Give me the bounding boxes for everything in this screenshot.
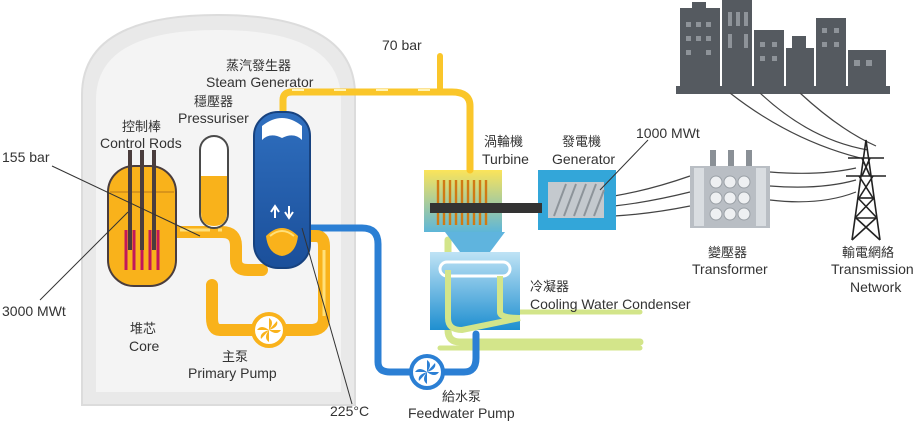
transmission-tower [846, 139, 886, 241]
label-control-rods-zh: 控制棒 [122, 120, 161, 135]
feedwater-pump [409, 354, 445, 390]
label-condenser-zh: 冷凝器 [530, 279, 569, 295]
label-control-rods-en: Control Rods [100, 135, 182, 151]
label-turbine-zh: 渦輪機 [484, 134, 523, 150]
label-feedwater-temp: 225°C [330, 403, 369, 419]
label-feedwater-pump-en: Feedwater Pump [408, 405, 515, 421]
label-condenser-en: Cooling Water Condenser [530, 296, 691, 312]
label-core-zh: 堆芯 [130, 322, 156, 337]
control-rods [128, 150, 156, 250]
label-steam-generator-zh: 蒸汽發生器 [226, 59, 291, 74]
pressuriser [199, 135, 229, 229]
label-electric-power: 1000 MWt [636, 125, 700, 141]
label-thermal-power: 3000 MWt [2, 303, 66, 319]
label-primary-pump-zh: 主泵 [222, 350, 248, 365]
transformer [690, 150, 770, 228]
label-steam-generator-en: Steam Generator [206, 74, 314, 90]
label-feedwater-pump-zh: 給水泵 [442, 390, 481, 405]
label-primary-pump-en: Primary Pump [188, 365, 277, 381]
feedwater-line [301, 224, 480, 376]
label-primary-pressure: 155 bar [2, 149, 50, 165]
city-skyline [676, 0, 890, 94]
label-steam-pressure: 70 bar [382, 37, 422, 53]
label-transformer-en: Transformer [692, 261, 768, 277]
primary-pump [251, 312, 287, 348]
label-generator-zh: 發電機 [562, 135, 601, 150]
turbine [424, 170, 502, 232]
steam-line [279, 53, 474, 174]
generator [538, 170, 616, 230]
label-pressuriser-zh: 穩壓器 [194, 95, 233, 110]
label-transformer-zh: 變壓器 [708, 245, 747, 261]
condenser [430, 232, 521, 334]
steam-generator [253, 111, 311, 269]
label-network-zh: 輸電網絡 [842, 245, 894, 261]
label-pressuriser-en: Pressuriser [178, 110, 249, 126]
turbine-shaft [500, 203, 542, 213]
label-generator-en: Generator [552, 151, 615, 167]
transmission-wires [613, 92, 877, 217]
leader-lines [39, 139, 649, 405]
label-network-en-1: Transmission [831, 261, 914, 277]
label-network-en-2: Network [850, 279, 902, 295]
label-core-en: Core [129, 338, 160, 354]
label-turbine-en: Turbine [482, 151, 529, 167]
